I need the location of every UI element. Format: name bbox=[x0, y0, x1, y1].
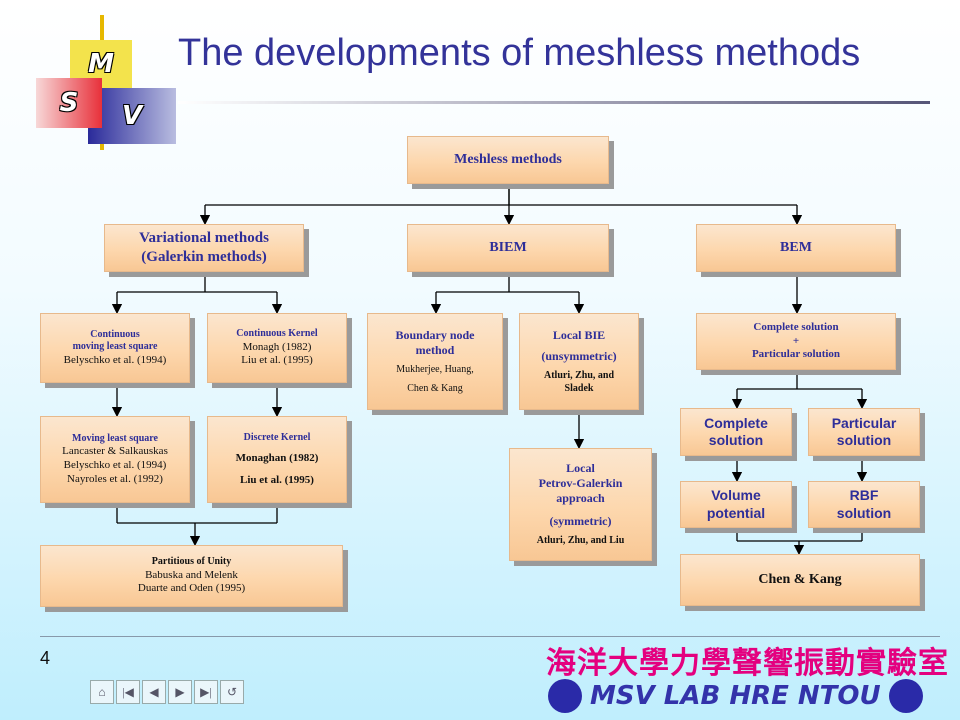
node-local-petrov-galerkin: Local Petrov-Galerkin approach (symmetri… bbox=[509, 448, 652, 561]
node-variational-methods: Variational methods (Galerkin methods) bbox=[104, 224, 304, 272]
node-biem: BIEM bbox=[407, 224, 609, 272]
node-volume-potential: Volume potential bbox=[680, 481, 792, 528]
node-title: Variational methods bbox=[139, 230, 269, 247]
node-author: Liu et al. (1995) bbox=[241, 354, 313, 367]
node-author: Lancaster & Salkauskas bbox=[62, 445, 168, 458]
lab-banner: MSV LAB HRE NTOU bbox=[548, 676, 923, 716]
node-author: Nayroles et al. (1992) bbox=[67, 472, 163, 485]
ntou-wave-icon bbox=[888, 679, 923, 713]
node-meshless-methods: Meshless methods bbox=[407, 136, 609, 184]
node-author: Belyschko et al. (1994) bbox=[63, 458, 167, 471]
node-title: Boundary node bbox=[395, 328, 475, 342]
node-title: Continuous Kernel bbox=[236, 328, 318, 339]
node-title: Complete solution bbox=[753, 320, 839, 333]
lab-name: MSV LAB HRE NTOU bbox=[590, 681, 881, 711]
node-subtitle: (unsymmetric) bbox=[541, 349, 617, 363]
node-title: Chen & Kang bbox=[758, 572, 842, 588]
node-continuous-mls: Continuous moving least square Belyschko… bbox=[40, 313, 190, 383]
node-title: Continuous bbox=[90, 328, 140, 340]
node-bem: BEM bbox=[696, 224, 896, 272]
node-author: Duarte and Oden (1995) bbox=[137, 582, 246, 595]
node-author: Babuska and Melenk bbox=[145, 568, 238, 581]
logo-s: S bbox=[36, 78, 102, 128]
node-subtitle: solution bbox=[836, 432, 892, 448]
page-title: The developments of meshless methods bbox=[178, 32, 861, 74]
node-author: Liu et al. (1995) bbox=[240, 473, 314, 486]
node-title: approach bbox=[556, 491, 605, 506]
node-title: Volume bbox=[711, 487, 761, 503]
node-subtitle: method bbox=[415, 343, 455, 357]
node-subtitle: solution bbox=[836, 504, 892, 521]
page-number: 4 bbox=[40, 648, 51, 668]
lab-chinese-name: 海洋大學力學聲響振動實驗室 bbox=[546, 646, 949, 681]
node-title: Meshless methods bbox=[454, 152, 562, 168]
slide-navigation: ⌂ |◀ ◀ ▶ ▶| ↺ bbox=[90, 680, 244, 704]
node-particular-solution: Particular solution bbox=[808, 408, 920, 456]
node-title: Complete bbox=[704, 414, 768, 431]
node-moving-least-square: Moving least square Lancaster & Salkausk… bbox=[40, 416, 190, 503]
first-icon[interactable]: |◀ bbox=[116, 680, 140, 704]
next-icon[interactable]: ▶ bbox=[168, 680, 192, 704]
node-title: Local bbox=[566, 461, 595, 476]
node-author: Atluri, Zhu, and Liu bbox=[536, 535, 625, 547]
node-title: BIEM bbox=[489, 240, 527, 256]
node-continuous-kernel: Continuous Kernel Monagh (1982) Liu et a… bbox=[207, 313, 347, 383]
node-subtitle: solution bbox=[708, 432, 764, 448]
node-title: BEM bbox=[780, 240, 812, 256]
node-author: Mukherjee, Huang, bbox=[396, 364, 474, 375]
node-complete-particular: Complete solution + Particular solution bbox=[696, 313, 896, 370]
node-author: Monaghan (1982) bbox=[235, 452, 319, 464]
node-author: Belyschko et al. (1994) bbox=[63, 353, 167, 366]
node-title: Particular bbox=[831, 414, 897, 431]
node-subtitle: (symmetric) bbox=[549, 514, 612, 529]
title-underline bbox=[178, 101, 930, 104]
node-plus: + bbox=[792, 334, 800, 347]
node-local-bie: Local BIE (unsymmetric) Atluri, Zhu, and… bbox=[519, 313, 639, 410]
logo-v: V bbox=[88, 88, 176, 144]
home-icon[interactable]: ⌂ bbox=[90, 680, 114, 704]
footer-divider bbox=[40, 636, 940, 637]
prev-icon[interactable]: ◀ bbox=[142, 680, 166, 704]
node-boundary-node-method: Boundary node method Mukherjee, Huang, C… bbox=[367, 313, 503, 410]
node-subtitle: moving least square bbox=[72, 341, 158, 353]
last-icon[interactable]: ▶| bbox=[194, 680, 218, 704]
node-title: Petrov-Galerkin bbox=[538, 476, 623, 491]
node-author: Chen & Kang bbox=[407, 382, 463, 394]
node-title: RBF bbox=[849, 487, 879, 503]
node-partition-of-unity: Partitious of Unity Babuska and Melenk D… bbox=[40, 545, 343, 607]
node-chen-kang: Chen & Kang bbox=[680, 554, 920, 606]
node-title: Local BIE bbox=[552, 328, 606, 342]
ntou-wave-icon bbox=[548, 679, 582, 713]
node-rbf-solution: RBF solution bbox=[808, 481, 920, 528]
node-title: Moving least square bbox=[72, 432, 158, 444]
node-subtitle: Particular solution bbox=[751, 348, 841, 361]
node-title: Partitious of Unity bbox=[151, 556, 232, 567]
node-author: Atluri, Zhu, and Sladek bbox=[543, 370, 615, 394]
node-complete-solution: Complete solution bbox=[680, 408, 792, 456]
return-icon[interactable]: ↺ bbox=[220, 680, 244, 704]
node-subtitle: (Galerkin methods) bbox=[141, 249, 267, 265]
node-discrete-kernel: Discrete Kernel Monaghan (1982) Liu et a… bbox=[207, 416, 347, 503]
node-author: Monagh (1982) bbox=[242, 340, 312, 353]
node-subtitle: potential bbox=[706, 504, 766, 521]
node-title: Discrete Kernel bbox=[243, 431, 311, 443]
